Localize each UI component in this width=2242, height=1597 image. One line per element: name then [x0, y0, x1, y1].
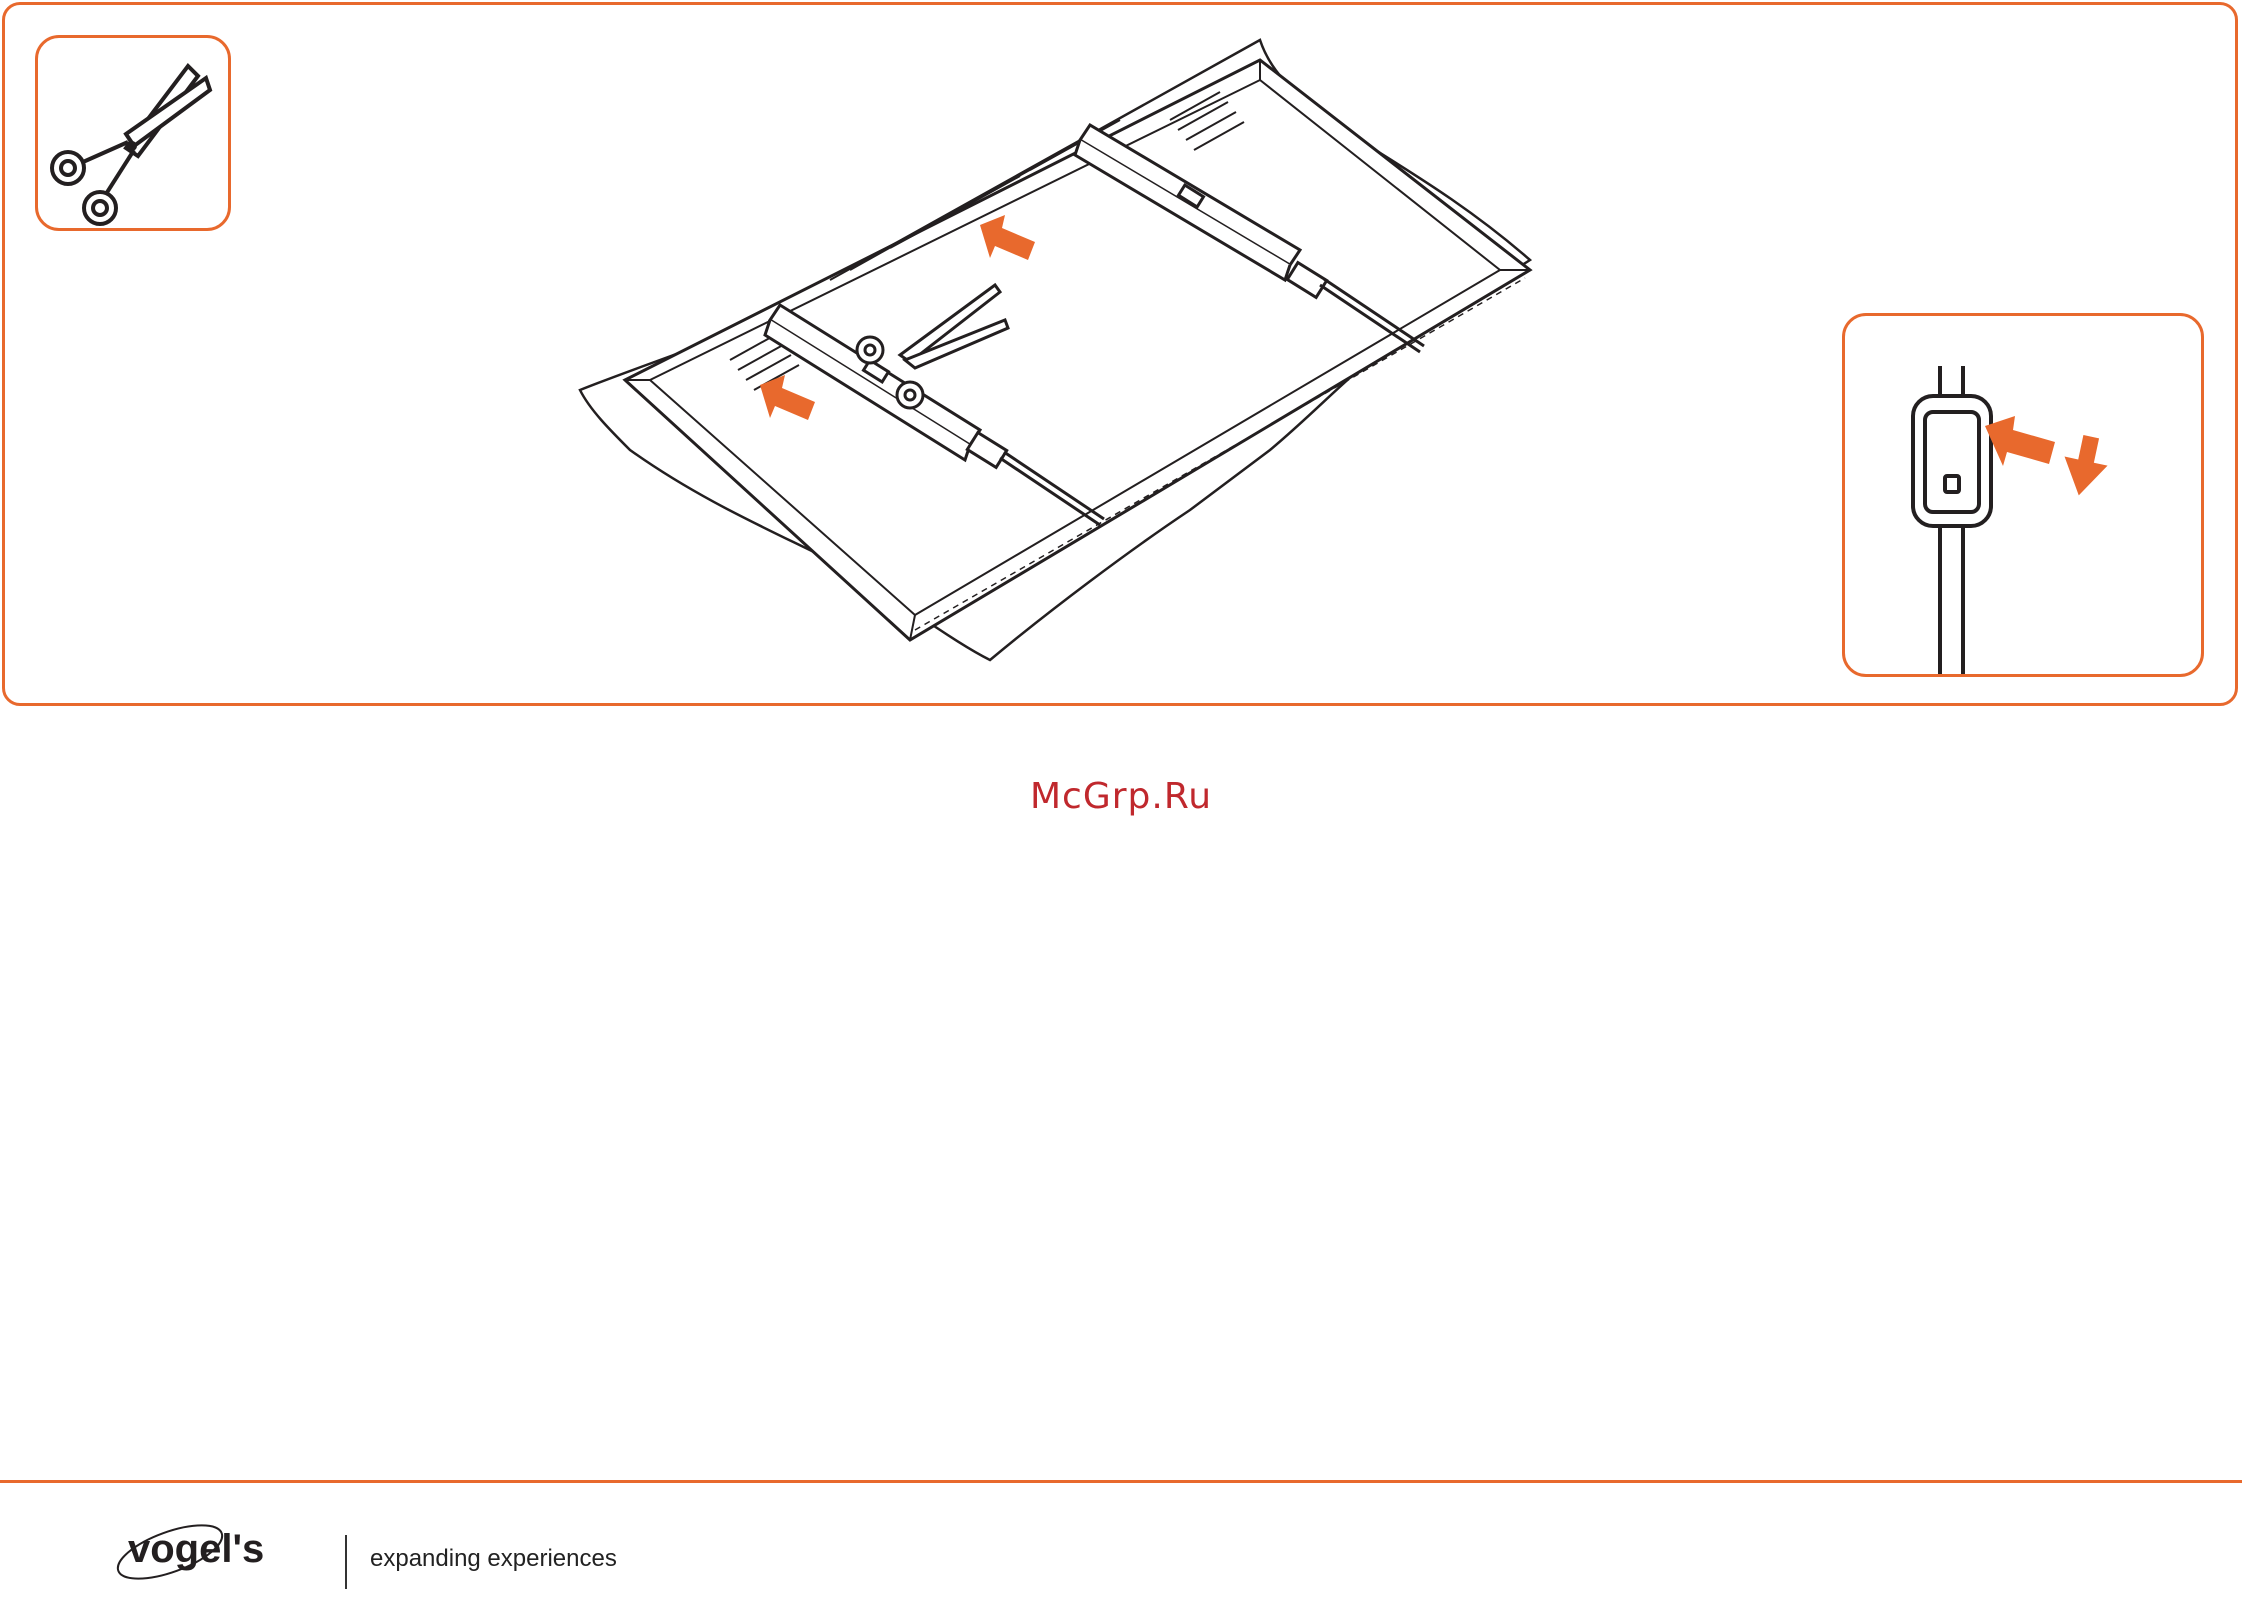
brand-tagline: expanding experiences: [370, 1545, 617, 1573]
svg-text:vogel's: vogel's: [128, 1527, 264, 1571]
vogels-logo: vogel's: [110, 1512, 340, 1592]
logo-separator: [345, 1535, 347, 1589]
scissors-icon: [38, 38, 228, 228]
tv-back-illustration: [570, 30, 1690, 680]
push-arrow: [1985, 416, 2055, 466]
lock-detail-inset: [1842, 313, 2204, 677]
scissors-inset: [35, 35, 231, 231]
footer-divider: [0, 1480, 2242, 1483]
down-arrow: [2057, 432, 2113, 500]
lock-strip-detail: [1845, 316, 2201, 674]
watermark: McGrp.Ru: [0, 776, 2242, 817]
